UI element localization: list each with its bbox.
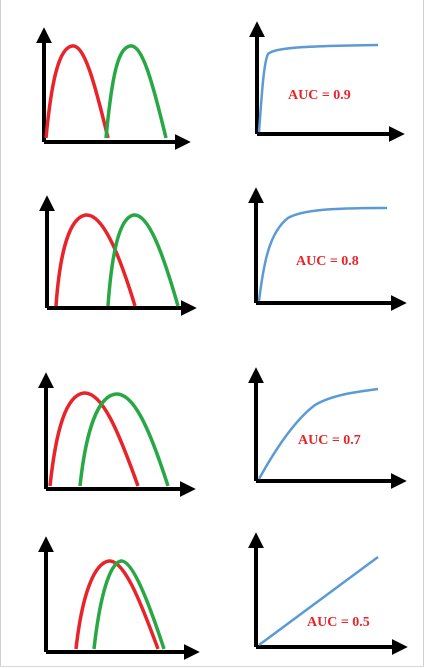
row-4: AUC = 0.5 (38, 532, 408, 660)
distribution-plot-4 (38, 536, 200, 660)
roc-curve (257, 206, 388, 302)
positive-class-curve (92, 559, 166, 650)
auc-label: AUC = 0.7 (298, 433, 361, 448)
auc-label: AUC = 0.5 (307, 615, 370, 630)
roc-curve (257, 387, 379, 480)
roc-plot-4: AUC = 0.5 (248, 532, 408, 655)
distribution-plot-2 (39, 195, 197, 316)
negative-class-curve (54, 213, 137, 307)
row-2: AUC = 0.8 (39, 187, 407, 316)
distribution-plot-3 (38, 372, 196, 497)
row-3: AUC = 0.7 (38, 367, 407, 497)
row-1: AUC = 0.9 (36, 21, 405, 150)
roc-curve (257, 43, 379, 133)
positive-class-curve (78, 392, 170, 487)
negative-class-curve (44, 44, 110, 139)
auc-label: AUC = 0.8 (296, 254, 359, 269)
positive-class-curve (106, 213, 180, 307)
distribution-plot-1 (36, 27, 191, 150)
roc-plot-2: AUC = 0.8 (248, 187, 407, 311)
negative-class-curve (74, 559, 160, 650)
roc-curve (258, 555, 379, 647)
negative-class-curve (48, 391, 140, 487)
roc-plot-3: AUC = 0.7 (248, 367, 407, 489)
roc-plot-1: AUC = 0.9 (249, 21, 405, 142)
auc-label: AUC = 0.9 (288, 88, 351, 103)
positive-class-curve (104, 44, 168, 139)
